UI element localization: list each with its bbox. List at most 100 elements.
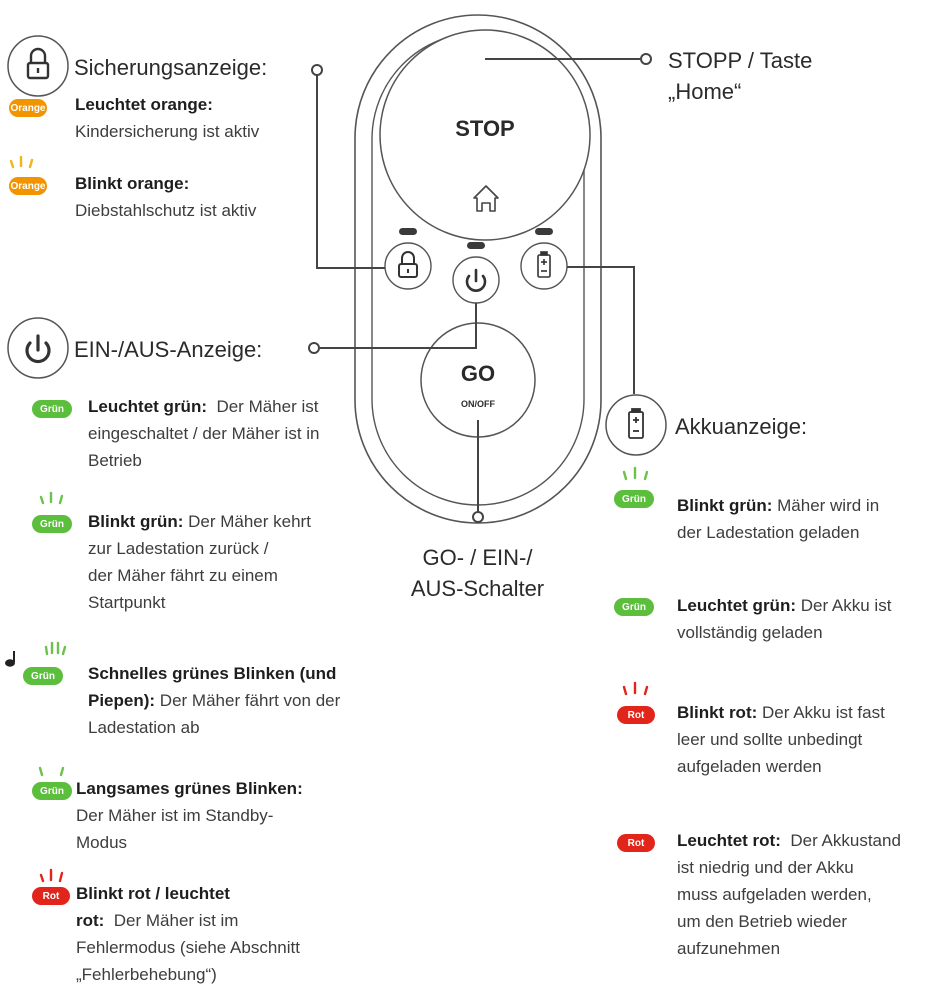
power-item-3-title: Schnelles grünes Blinken (und xyxy=(88,664,337,683)
stop-connector-end xyxy=(640,53,652,65)
power-item-5-line2: Fehlermodus (siehe Abschnitt xyxy=(76,938,300,957)
lock-connector xyxy=(316,75,385,269)
battery-item-3-title: Blinkt rot: xyxy=(677,703,758,722)
power-item-1-line1: Der Mäher ist xyxy=(216,397,319,416)
lock-connector-end xyxy=(311,64,323,76)
battery-item-2-title: Leuchtet grün: xyxy=(677,596,796,615)
battery-heading-icon xyxy=(628,408,644,439)
power-item-5: Blinkt rot / leuchtet rot: Der Mäher ist… xyxy=(76,880,366,988)
battery-led xyxy=(535,228,553,235)
power-icon xyxy=(465,268,487,292)
status-badge-green: Grün xyxy=(23,667,63,685)
status-badge-green: Grün xyxy=(32,782,72,800)
power-item-4-line1: Der Mäher ist im Standby- xyxy=(76,806,274,825)
power-item-4-title: Langsames grünes Blinken: xyxy=(76,779,303,798)
battery-item-1-line1: Mäher wird in xyxy=(777,496,880,515)
power-item-2-line3: der Mäher fährt zu einem xyxy=(88,566,278,585)
status-badge-green: Grün xyxy=(32,400,72,418)
lock-heading-circle xyxy=(7,35,69,97)
battery-item-3-line3: aufgeladen werden xyxy=(677,757,822,776)
battery-item-1-line2: der Ladestation geladen xyxy=(677,523,860,542)
status-badge-green: Grün xyxy=(32,515,72,533)
battery-item-1: Blinkt grün: Mäher wird in der Ladestati… xyxy=(677,492,932,546)
status-badge-red: Rot xyxy=(617,706,655,724)
battery-item-3-line2: leer und sollte unbedingt xyxy=(677,730,863,749)
battery-item-4-title: Leuchtet rot: xyxy=(677,831,781,850)
status-badge-red: Rot xyxy=(32,887,70,905)
onoff-label: ON/OFF xyxy=(461,399,495,409)
power-item-3-line2: Ladestation ab xyxy=(88,718,200,737)
power-item-3-line1: Der Mäher fährt von der xyxy=(159,691,341,710)
power-item-2: Blinkt grün: Der Mäher kehrt zur Ladesta… xyxy=(88,508,378,616)
power-item-4: Langsames grünes Blinken: Der Mäher ist … xyxy=(76,775,366,856)
lock-item-1: Leuchtet orange: Kindersicherung ist akt… xyxy=(75,91,325,145)
lock-item-2: Blinkt orange: Diebstahlschutz ist aktiv xyxy=(75,170,325,224)
stop-label: STOP xyxy=(455,116,515,141)
battery-item-2-line1: Der Akku ist xyxy=(800,596,892,615)
battery-item-4-line4: um den Betrieb wieder xyxy=(677,912,848,931)
power-led xyxy=(467,242,485,249)
lock-item-2-text: Diebstahlschutz ist aktiv xyxy=(75,201,257,220)
flash-rays-icon-green-5 xyxy=(622,466,649,481)
power-item-2-line4: Startpunkt xyxy=(88,593,166,612)
battery-item-3-line1: Der Akku ist fast xyxy=(762,703,885,722)
battery-section-heading: Akkuanzeige: xyxy=(675,414,808,439)
power-item-2-line1: Der Mäher kehrt xyxy=(188,512,311,531)
battery-item-2-line2: vollständig geladen xyxy=(677,623,823,642)
stop-button xyxy=(379,29,591,241)
status-badge-green: Grün xyxy=(614,598,654,616)
power-item-5-line3: „Fehlerbehebung“) xyxy=(76,965,217,984)
power-connector-end xyxy=(308,342,320,354)
lock-item-1-title: Leuchtet orange: xyxy=(75,95,213,114)
music-note-icon xyxy=(5,651,15,667)
status-badge-green: Grün xyxy=(614,490,654,508)
go-callout: GO- / EIN-/ AUS-Schalter xyxy=(390,542,565,604)
lock-item-2-title: Blinkt orange: xyxy=(75,174,190,193)
home-icon xyxy=(473,185,499,212)
battery-item-2: Leuchtet grün: Der Akku ist vollständig … xyxy=(677,592,932,646)
lock-heading-icon xyxy=(26,47,50,80)
power-item-1-line2: eingeschaltet / der Mäher ist in xyxy=(88,424,320,443)
status-badge-red: Rot xyxy=(617,834,655,852)
flash-rays-icon-red-2 xyxy=(622,681,649,696)
go-callout-line1: GO- / EIN-/ xyxy=(422,545,533,570)
flash-rays-icon-green-2 xyxy=(44,641,67,656)
power-item-5-title2: rot: xyxy=(76,911,105,930)
status-badge-orange: Orange xyxy=(9,99,47,117)
lock-section-heading: Sicherungsanzeige: xyxy=(74,55,268,80)
flash-rays-icon-green-4 xyxy=(38,766,65,777)
flash-rays-icon-red-1 xyxy=(39,868,64,883)
status-badge-orange: Orange xyxy=(9,177,47,195)
power-item-1-line3: Betrieb xyxy=(88,451,142,470)
flash-rays-icon-orange xyxy=(9,155,34,169)
battery-heading-circle xyxy=(605,394,667,456)
battery-item-4-line1: Der Akkustand xyxy=(790,831,901,850)
battery-item-4-line2: ist niedrig und der Akku xyxy=(677,858,854,877)
stop-callout: STOPP / Taste „Home“ xyxy=(668,45,812,107)
battery-connector xyxy=(567,266,635,394)
power-section-heading: EIN-/AUS-Anzeige: xyxy=(74,337,263,362)
power-connector xyxy=(320,303,477,349)
stop-callout-line1: STOPP / Taste xyxy=(668,48,813,73)
power-item-3: Schnelles grünes Blinken (und Piepen): D… xyxy=(88,660,378,741)
power-item-1-title: Leuchtet grün: xyxy=(88,397,207,416)
power-heading-icon xyxy=(25,334,51,364)
battery-item-3: Blinkt rot: Der Akku ist fast leer und s… xyxy=(677,699,932,780)
power-item-3-title2: Piepen): xyxy=(88,691,156,710)
lock-item-1-text: Kindersicherung ist aktiv xyxy=(75,122,260,141)
stop-callout-line2: „Home“ xyxy=(668,79,742,104)
flash-rays-icon-green-1 xyxy=(39,491,64,505)
power-item-2-line2: zur Ladestation zurück / xyxy=(88,539,269,558)
battery-icon xyxy=(537,251,551,278)
battery-item-4: Leuchtet rot: Der Akkustand ist niedrig … xyxy=(677,827,939,962)
battery-item-1-title: Blinkt grün: xyxy=(677,496,773,515)
go-callout-line2: AUS-Schalter xyxy=(410,576,545,601)
battery-item-4-line5: aufzunehmen xyxy=(677,939,781,958)
go-label: GO xyxy=(460,361,496,386)
power-item-1: Leuchtet grün: Der Mäher ist eingeschalt… xyxy=(88,393,378,474)
lock-led xyxy=(399,228,417,235)
lock-icon xyxy=(398,251,418,278)
power-item-2-title: Blinkt grün: xyxy=(88,512,184,531)
battery-item-4-line3: muss aufgeladen werden, xyxy=(677,885,872,904)
go-connector-end xyxy=(472,511,484,523)
